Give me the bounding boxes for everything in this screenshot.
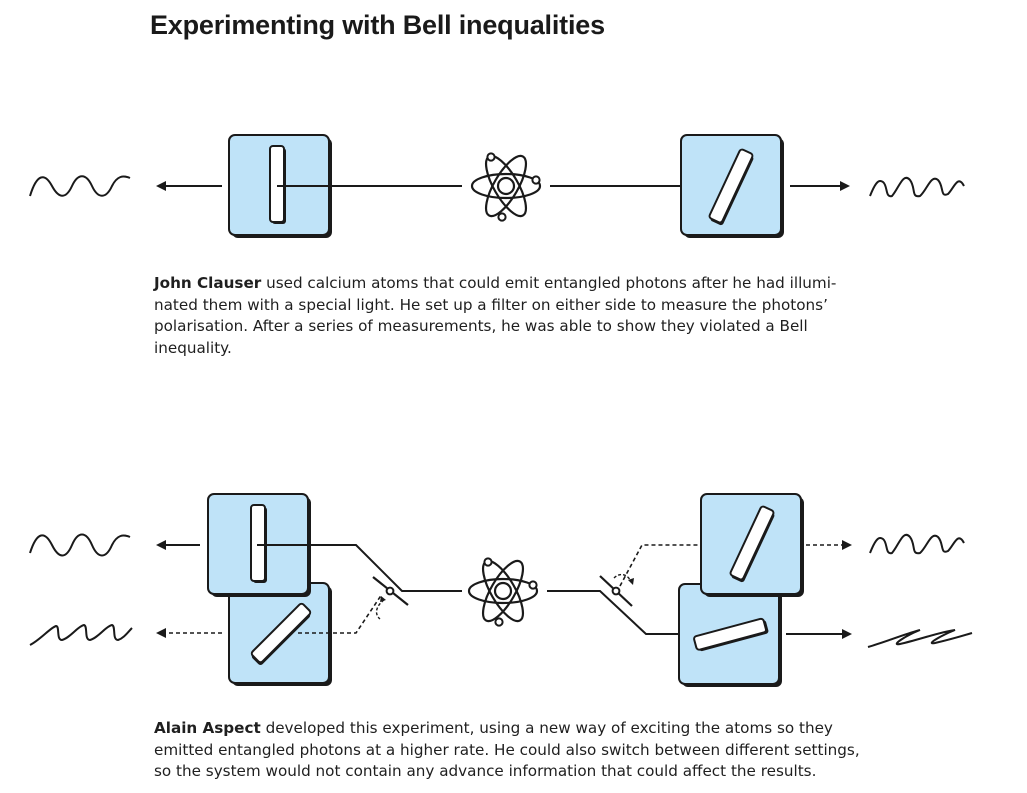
photon-wave-left-upper [29, 533, 131, 557]
experiment-1-diagram [29, 134, 965, 238]
caption-1-line-2: nated them with a special light. He set … [154, 295, 828, 314]
caption-1-line-4: inequality. [154, 338, 232, 357]
photon-wave-left [29, 175, 131, 197]
caption-1-line-3: polarisation. After a series of measurem… [154, 317, 808, 335]
caption-2-line-1: developed this experiment, using a new w… [260, 719, 833, 737]
switch-left [372, 576, 409, 620]
scientist-name-aspect: Alain Aspect [154, 719, 261, 737]
polarisation-filter-right [680, 134, 784, 238]
switch-right [599, 573, 634, 607]
polarisation-filter-left-upper [207, 493, 311, 597]
photon-wave-left-lower [29, 623, 133, 646]
polarisation-filter-left-lower [228, 582, 332, 686]
calcium-atom-icon-2 [467, 554, 539, 628]
caption-2-line-2: emitted entangled photons at a higher ra… [154, 740, 860, 759]
scientist-name-clauser: John Clauser [154, 274, 262, 292]
caption-1-line-1: used calcium atoms that could emit entan… [261, 274, 837, 292]
experiment-2-diagram [29, 493, 973, 687]
polarisation-filter-left [228, 134, 332, 238]
polarisation-filter-right-upper [700, 493, 804, 597]
experiment-1-caption: John Clauser used calcium atoms that cou… [154, 273, 874, 359]
photon-wave-right [869, 177, 965, 198]
polarisation-filter-right-lower [678, 583, 782, 687]
diagram-title: Experimenting with Bell inequalities [150, 10, 605, 40]
photon-wave-right-lower [867, 629, 973, 648]
photon-wave-right-upper [869, 534, 965, 555]
caption-2-line-3: so the system would not contain any adva… [154, 762, 817, 780]
experiment-2-caption: Alain Aspect developed this experiment, … [154, 718, 914, 783]
calcium-atom-icon [470, 149, 542, 223]
